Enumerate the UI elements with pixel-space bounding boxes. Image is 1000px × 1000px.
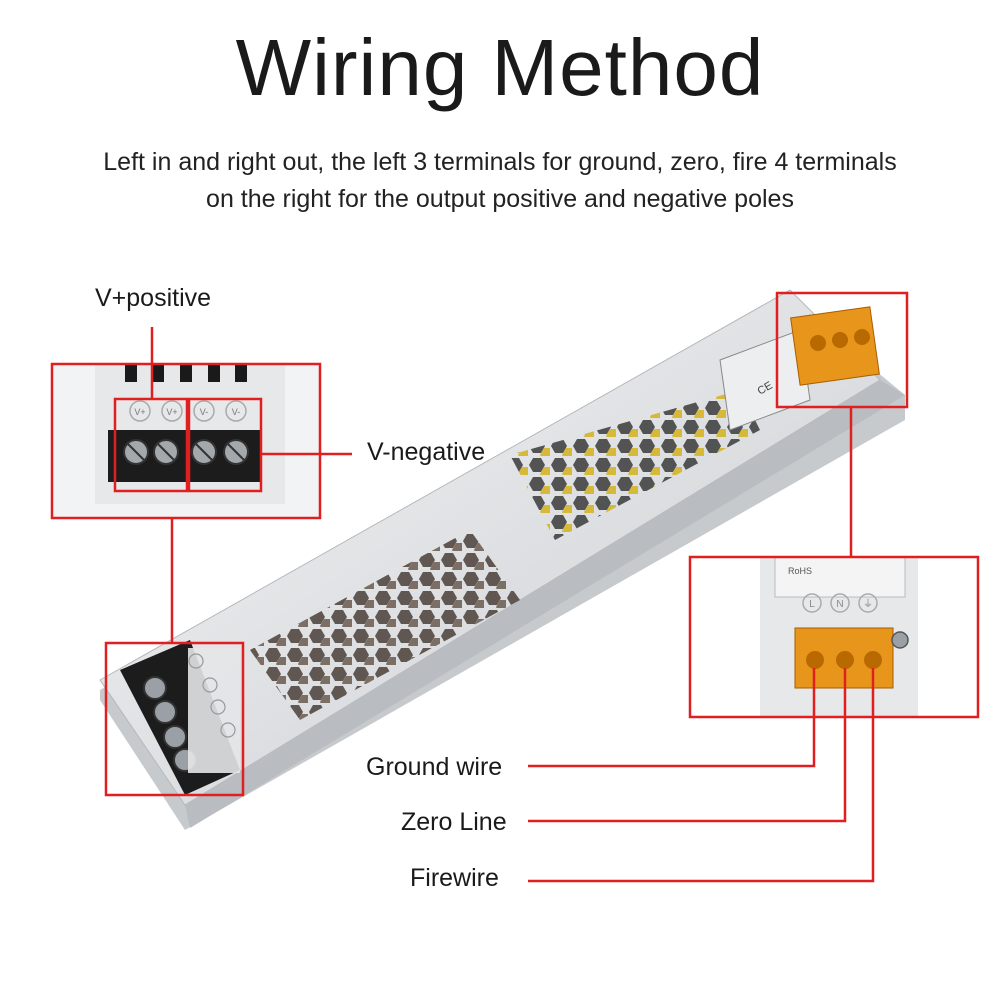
v-positive-label: V+positive [95, 284, 212, 312]
vminus-mark-2: V- [232, 407, 241, 417]
callouts [50, 291, 980, 883]
description-line-2: on the right for the output positive and… [206, 185, 794, 213]
ground-leader [528, 668, 816, 768]
neutral-mark: N [836, 599, 843, 610]
page-title: Wiring Method [235, 23, 765, 112]
output-terminal-frame [104, 641, 245, 797]
zero-line-label: Zero Line [401, 808, 507, 836]
input-terminal-frame [775, 291, 909, 409]
fire-leader [528, 668, 875, 883]
input-terminal-inset: RoHS L N ⏚ [690, 556, 978, 717]
vplus-mark-2: V+ [166, 407, 177, 417]
earth-mark: ⏚ [863, 598, 873, 610]
power-supply-body: CE [99, 289, 905, 830]
firewire-label: Firewire [410, 864, 499, 892]
vminus-mark-1: V- [200, 407, 209, 417]
input-inset-frame [688, 555, 980, 719]
vminus-highlight-frame [187, 397, 263, 493]
rohs-mark: RoHS [788, 566, 812, 576]
vplus-mark-1: V+ [134, 407, 145, 417]
live-mark: L [809, 599, 815, 610]
description: Left in and right out, the left 3 termin… [40, 144, 960, 218]
description-line-1: Left in and right out, the left 3 termin… [103, 148, 897, 176]
output-inset-frame [50, 362, 322, 520]
zero-leader [528, 668, 847, 823]
v-negative-label: V-negative [367, 438, 486, 466]
ground-wire-label: Ground wire [366, 753, 503, 781]
